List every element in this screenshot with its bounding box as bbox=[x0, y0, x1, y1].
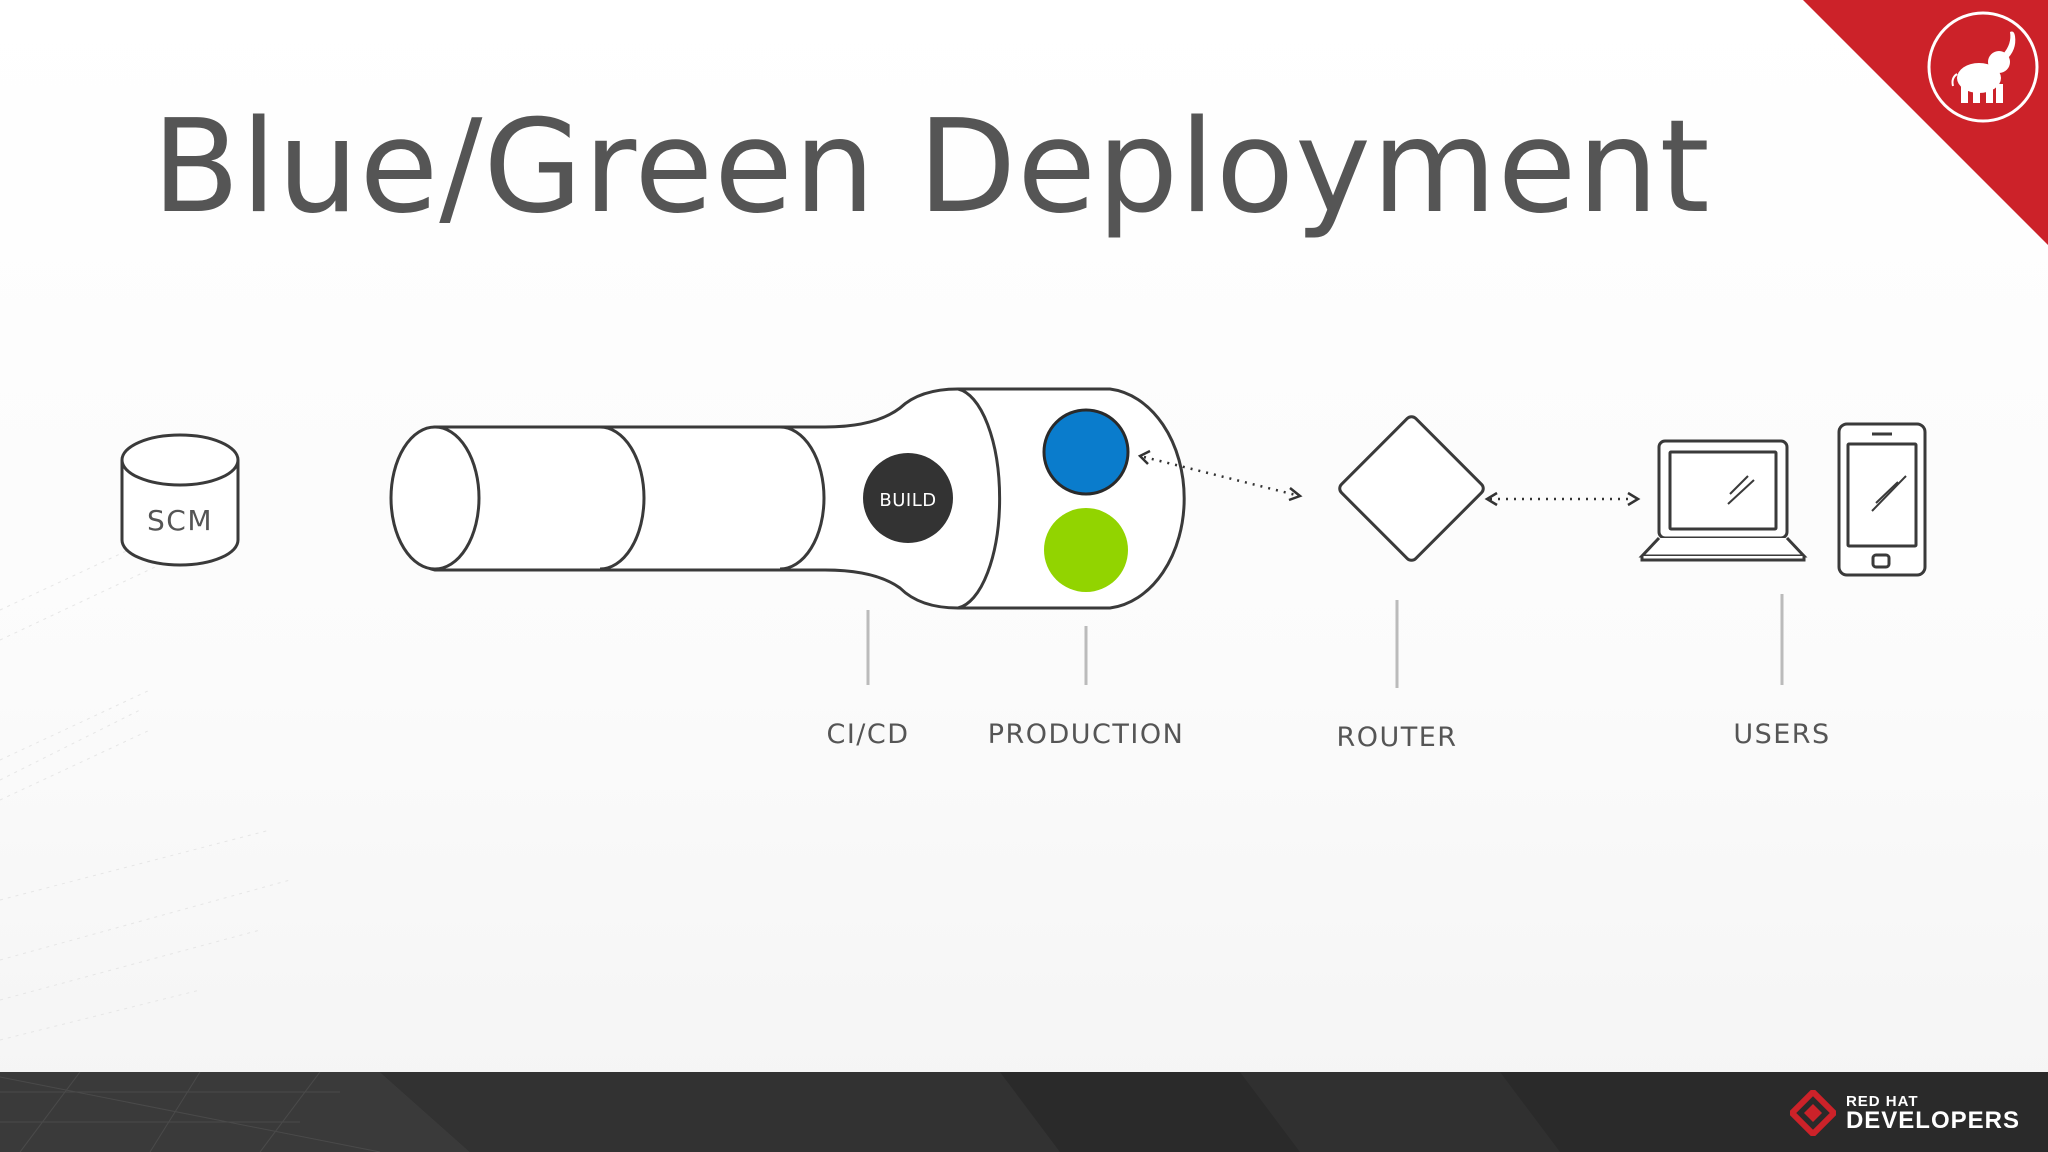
scm-label: SCM bbox=[147, 504, 213, 537]
phone-icon bbox=[1839, 424, 1925, 575]
label-cicd: CI/CD bbox=[826, 719, 909, 750]
laptop-icon bbox=[1642, 441, 1804, 560]
redhat-developers-logo: RED HAT DEVELOPERS bbox=[1790, 1090, 2020, 1136]
label-users: USERS bbox=[1733, 719, 1830, 750]
footer-texture bbox=[0, 1072, 2048, 1152]
label-router: ROUTER bbox=[1336, 722, 1457, 753]
blue-environment bbox=[1044, 410, 1128, 494]
brand-developers: DEVELOPERS bbox=[1846, 1109, 2020, 1133]
database-icon bbox=[122, 435, 238, 565]
green-environment bbox=[1044, 508, 1128, 592]
label-production: PRODUCTION bbox=[988, 719, 1185, 750]
build-label: BUILD bbox=[879, 490, 936, 511]
footer-bar: RED HAT DEVELOPERS bbox=[0, 1072, 2048, 1152]
router-users-connector bbox=[1487, 493, 1638, 505]
redhat-developers-logo-icon bbox=[1790, 1090, 1836, 1136]
diamond-router-icon bbox=[1337, 414, 1485, 562]
